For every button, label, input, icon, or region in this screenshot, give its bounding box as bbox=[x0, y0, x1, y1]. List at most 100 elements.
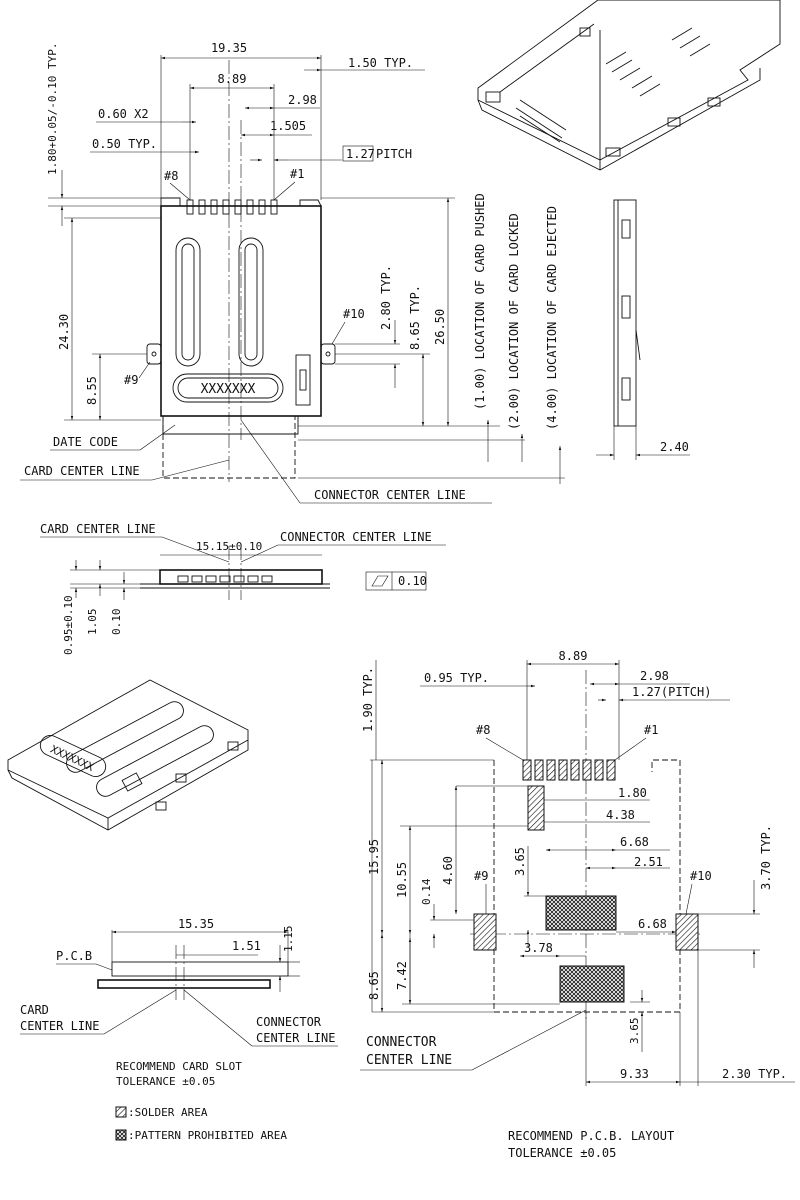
svg-text:1.27(PITCH): 1.27(PITCH) bbox=[632, 685, 711, 699]
svg-text:4.38: 4.38 bbox=[606, 808, 635, 822]
svg-text:8.55: 8.55 bbox=[85, 376, 99, 405]
pcb-pin-9-label: #9 bbox=[474, 869, 488, 883]
card-marking-frame bbox=[172, 373, 284, 403]
svg-text:4.60: 4.60 bbox=[441, 856, 455, 885]
svg-text:2.80 TYP.: 2.80 TYP. bbox=[379, 265, 393, 330]
prohibited-area-upper bbox=[545, 895, 617, 931]
card-detect-pad bbox=[527, 785, 545, 831]
flatness-icon bbox=[371, 575, 389, 587]
svg-text:1.05: 1.05 bbox=[86, 609, 99, 636]
left-slot bbox=[175, 237, 201, 367]
svg-text:0.10: 0.10 bbox=[110, 609, 123, 636]
svg-text:1.50 TYP.: 1.50 TYP. bbox=[348, 56, 413, 70]
pin-9-label: #9 bbox=[124, 373, 138, 387]
iso-view-top bbox=[477, 0, 781, 171]
front-contacts bbox=[177, 575, 273, 583]
svg-text:0.95±0.10: 0.95±0.10 bbox=[62, 595, 75, 655]
svg-text:PITCH: PITCH bbox=[376, 147, 412, 161]
svg-text:10.55: 10.55 bbox=[395, 862, 409, 898]
pad-10 bbox=[675, 913, 699, 951]
svg-text:0.10: 0.10 bbox=[398, 574, 427, 588]
svg-text:8.89: 8.89 bbox=[559, 649, 588, 663]
svg-text:6.68: 6.68 bbox=[620, 835, 649, 849]
card-center-line-label: CARD CENTER LINE bbox=[24, 464, 140, 478]
svg-text:0.50 TYP.: 0.50 TYP. bbox=[92, 137, 157, 151]
svg-text::SOLDER AREA: :SOLDER AREA bbox=[128, 1106, 208, 1119]
tab-9 bbox=[146, 343, 162, 365]
prohibited-area-swatch bbox=[115, 1129, 127, 1141]
svg-text:3.65: 3.65 bbox=[513, 847, 527, 876]
svg-text:2.30 TYP.: 2.30 TYP. bbox=[722, 1067, 787, 1081]
svg-text:1.80: 1.80 bbox=[618, 786, 647, 800]
prohibited-area-lower bbox=[559, 965, 625, 1003]
flatness-frame bbox=[365, 571, 427, 591]
svg-text:CONNECTOR: CONNECTOR bbox=[366, 1035, 437, 1050]
svg-text:3.65: 3.65 bbox=[628, 1018, 641, 1045]
svg-text:1.51: 1.51 bbox=[232, 939, 261, 953]
svg-text:CONNECTOR: CONNECTOR bbox=[256, 1015, 322, 1029]
svg-text:CARD CENTER LINE: CARD CENTER LINE bbox=[40, 522, 156, 536]
right-slot bbox=[238, 237, 264, 367]
svg-text:26.50: 26.50 bbox=[433, 309, 447, 345]
svg-text:TOLERANCE ±0.05: TOLERANCE ±0.05 bbox=[116, 1075, 215, 1088]
svg-text:8.89: 8.89 bbox=[218, 72, 247, 86]
svg-text:CENTER LINE: CENTER LINE bbox=[20, 1019, 99, 1033]
svg-text:8.65 TYP.: 8.65 TYP. bbox=[408, 285, 422, 350]
svg-text:19.35: 19.35 bbox=[211, 41, 247, 55]
svg-text:1.90 TYP.: 1.90 TYP. bbox=[361, 667, 375, 732]
solder-area-swatch bbox=[115, 1106, 127, 1118]
tab-10 bbox=[320, 343, 336, 365]
pin-8-label: #8 bbox=[164, 169, 178, 183]
contact-pins bbox=[186, 199, 278, 215]
pcb-layout-view: 8.89 0.95 TYP. 2.98 1.27(PITCH) 1.90 TYP… bbox=[360, 649, 795, 1160]
side-view: 2.40 bbox=[596, 199, 690, 460]
svg-text:(1.00) LOCATION OF CARD PUSHED: (1.00) LOCATION OF CARD PUSHED bbox=[473, 193, 487, 410]
svg-text:7.42: 7.42 bbox=[395, 961, 409, 990]
svg-text:CENTER LINE: CENTER LINE bbox=[256, 1031, 335, 1045]
svg-text:0.95 TYP.: 0.95 TYP. bbox=[424, 671, 489, 685]
svg-text:CARD: CARD bbox=[20, 1003, 49, 1017]
svg-text:24.30: 24.30 bbox=[57, 314, 71, 350]
svg-text:1.80+0.05/-0.10 TYP.: 1.80+0.05/-0.10 TYP. bbox=[46, 43, 59, 175]
svg-text:6.68: 6.68 bbox=[638, 917, 667, 931]
pcb-board bbox=[111, 961, 289, 977]
pcb-pin-1-label: #1 bbox=[644, 723, 658, 737]
date-code-label: DATE CODE bbox=[53, 435, 118, 449]
svg-text:8.65: 8.65 bbox=[367, 971, 381, 1000]
svg-text:CONNECTOR CENTER LINE: CONNECTOR CENTER LINE bbox=[280, 530, 432, 544]
svg-text:2.40: 2.40 bbox=[660, 440, 689, 454]
pcb-pin-10-label: #10 bbox=[690, 869, 712, 883]
signal-pads bbox=[522, 759, 616, 781]
svg-text:15.35: 15.35 bbox=[178, 917, 214, 931]
svg-text:(4.00) LOCATION OF CARD EJECTE: (4.00) LOCATION OF CARD EJECTED bbox=[545, 206, 559, 430]
svg-text:1.27: 1.27 bbox=[346, 147, 375, 161]
iso-contacts bbox=[515, 99, 567, 143]
card-slot-view: 15.35 1.51 1.15 P.C.B CARD CENTER LINE C… bbox=[20, 917, 338, 1142]
svg-text:15.95: 15.95 bbox=[367, 839, 381, 875]
svg-text:RECOMMEND P.C.B. LAYOUT: RECOMMEND P.C.B. LAYOUT bbox=[508, 1129, 674, 1143]
svg-text:0.60 X2: 0.60 X2 bbox=[98, 107, 149, 121]
svg-text::PATTERN PROHIBITED AREA: :PATTERN PROHIBITED AREA bbox=[128, 1129, 287, 1142]
pin-10-label: #10 bbox=[343, 307, 365, 321]
svg-text:CENTER LINE: CENTER LINE bbox=[366, 1053, 452, 1068]
pad-9 bbox=[473, 913, 497, 951]
svg-text:2.98: 2.98 bbox=[640, 669, 669, 683]
svg-text:RECOMMEND CARD SLOT: RECOMMEND CARD SLOT bbox=[116, 1060, 242, 1073]
svg-text:3.78: 3.78 bbox=[524, 941, 553, 955]
connector-center-line-label: CONNECTOR CENTER LINE bbox=[314, 488, 466, 502]
iso-slots bbox=[605, 27, 711, 97]
iso-view-bottom: XXXXXXX bbox=[7, 679, 249, 831]
svg-text:9.33: 9.33 bbox=[620, 1067, 649, 1081]
pcb-outline bbox=[493, 759, 681, 1013]
svg-text:TOLERANCE ±0.05: TOLERANCE ±0.05 bbox=[508, 1146, 616, 1160]
pcb-label: P.C.B bbox=[56, 949, 92, 963]
front-view: CARD CENTER LINE CONNECTOR CENTER LINE 1… bbox=[40, 522, 446, 655]
svg-text:15.15±0.10: 15.15±0.10 bbox=[196, 540, 262, 553]
svg-text:2.51: 2.51 bbox=[634, 855, 663, 869]
svg-text:0.14: 0.14 bbox=[420, 878, 433, 905]
svg-text:3.70 TYP.: 3.70 TYP. bbox=[759, 825, 773, 890]
pin-1-label: #1 bbox=[290, 167, 304, 181]
pcb-pin-8-label: #8 bbox=[476, 723, 490, 737]
card-marking-text: XXXXXXX bbox=[201, 382, 256, 397]
svg-text:2.98: 2.98 bbox=[288, 93, 317, 107]
